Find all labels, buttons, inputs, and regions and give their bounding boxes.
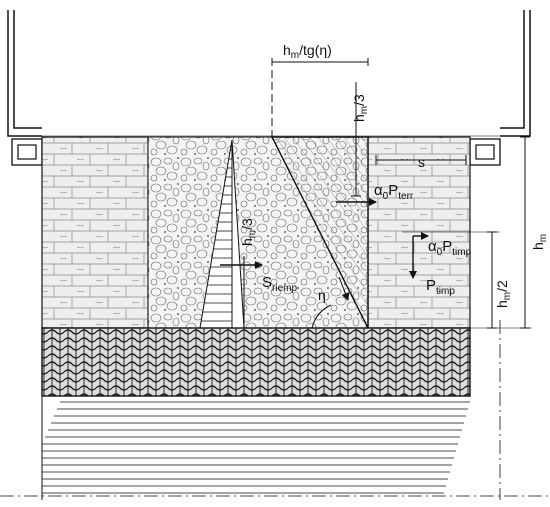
label-eta: η: [318, 287, 326, 303]
label-s-riemp: Sriemp: [262, 274, 297, 294]
end-block-right: [469, 138, 501, 166]
label-alpha-p-timp: α0Ptimp: [428, 238, 472, 258]
foundation-band: [41, 327, 471, 397]
dimension-hm3-upper: [351, 82, 361, 197]
label-hm3-upper: hm/3: [351, 94, 370, 122]
angle-eta-arc: [311, 304, 332, 329]
dimension-top: [271, 58, 369, 137]
dimension-s: [375, 155, 467, 165]
label-alpha-p-terr: α0Pterr: [374, 182, 414, 202]
soil-wedge: [270, 136, 369, 329]
label-hm-tg-eta: hm/tg(η): [283, 42, 332, 61]
masonry-wall-right: [367, 136, 471, 329]
subsoil-lines: [42, 401, 470, 494]
dimension-hm3-mid: [239, 256, 249, 329]
end-block-left: [11, 138, 43, 166]
label-p-timp: Ptimp: [426, 277, 455, 297]
top-frame: [7, 10, 531, 137]
label-s: s: [418, 154, 425, 170]
label-hm3-mid: hm/3: [239, 218, 258, 246]
label-hm2: hm/2: [494, 280, 513, 308]
label-hm: hm: [530, 234, 549, 250]
masonry-wall-left: [41, 136, 149, 329]
dimension-hm: [470, 136, 532, 329]
